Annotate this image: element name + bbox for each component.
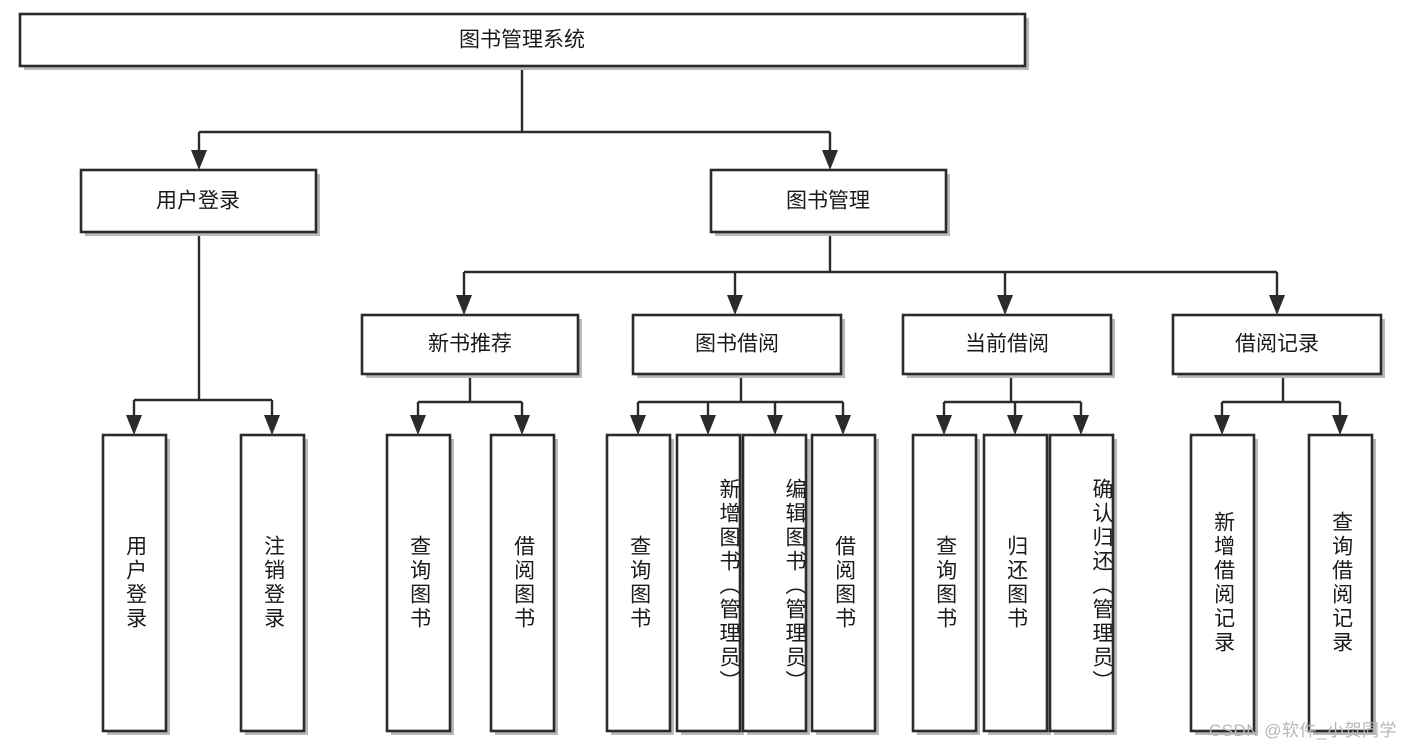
node-leaf-query-book-2[interactable]	[605, 433, 674, 735]
arrowhead-leaf-query-book-3	[936, 415, 952, 435]
arrowhead-book-manage	[822, 150, 838, 170]
node-book-borrow-label: 图书借阅	[695, 333, 779, 356]
node-root-label: 图书管理系统	[459, 29, 585, 52]
arrowhead-new-book-recommend	[456, 295, 472, 315]
arrowhead-leaf-confirm-return	[1073, 415, 1089, 435]
node-current-borrow[interactable]: 当前借阅	[901, 313, 1115, 378]
node-root[interactable]: 图书管理系统	[18, 12, 1029, 70]
node-leaf-query-book-1[interactable]	[385, 433, 454, 735]
node-leaf-borrow-book-1[interactable]	[489, 433, 558, 735]
arrowhead-book-borrow	[727, 295, 743, 315]
node-leaf-return-book[interactable]	[982, 433, 1051, 735]
arrowhead-leaf-query-book-1	[410, 415, 426, 435]
arrowhead-leaf-edit-book	[767, 415, 783, 435]
node-leaf-add-book[interactable]	[675, 433, 744, 735]
node-book-manage-label: 图书管理	[786, 190, 870, 213]
node-book-borrow[interactable]: 图书借阅	[631, 313, 845, 378]
arrowhead-leaf-add-book	[700, 415, 716, 435]
arrowhead-leaf-return-book	[1007, 415, 1023, 435]
node-new-book-recommend-label: 新书推荐	[428, 333, 512, 356]
node-leaf-query-book-3[interactable]	[911, 433, 980, 735]
node-book-manage[interactable]: 图书管理	[709, 168, 950, 236]
arrowhead-leaf-user-login	[126, 415, 142, 435]
arrowhead-user-login	[191, 150, 207, 170]
node-leaf-edit-book[interactable]	[741, 433, 810, 735]
csdn-watermark: CSDN @软件_小贺同学	[1208, 721, 1397, 740]
arrowhead-leaf-query-record	[1332, 415, 1348, 435]
node-leaf-user-login[interactable]	[101, 433, 170, 735]
node-new-book-recommend[interactable]: 新书推荐	[360, 313, 582, 378]
node-leaf-user-logout[interactable]	[239, 433, 308, 735]
node-borrow-record[interactable]: 借阅记录	[1171, 313, 1385, 378]
arrowhead-borrow-record	[1269, 295, 1285, 315]
node-leaf-query-record[interactable]	[1307, 433, 1376, 735]
node-user-login-label: 用户登录	[156, 190, 240, 213]
node-user-login[interactable]: 用户登录	[79, 168, 320, 236]
node-current-borrow-label: 当前借阅	[965, 333, 1049, 356]
nodes: 图书管理系统 用户登录 图书管理 新书推荐	[18, 12, 1385, 735]
connectors	[126, 66, 1348, 435]
node-leaf-confirm-return[interactable]	[1048, 433, 1117, 735]
arrowhead-leaf-borrow-book-1	[514, 415, 530, 435]
arrowhead-current-borrow	[997, 295, 1013, 315]
node-leaf-add-record[interactable]	[1189, 433, 1258, 735]
arrowhead-leaf-user-logout	[264, 415, 280, 435]
arrowhead-leaf-query-book-2	[630, 415, 646, 435]
arrowhead-leaf-borrow-book-2	[835, 415, 851, 435]
node-leaf-borrow-book-2[interactable]	[810, 433, 879, 735]
node-borrow-record-label: 借阅记录	[1235, 333, 1319, 356]
arrowhead-leaf-add-record	[1214, 415, 1230, 435]
